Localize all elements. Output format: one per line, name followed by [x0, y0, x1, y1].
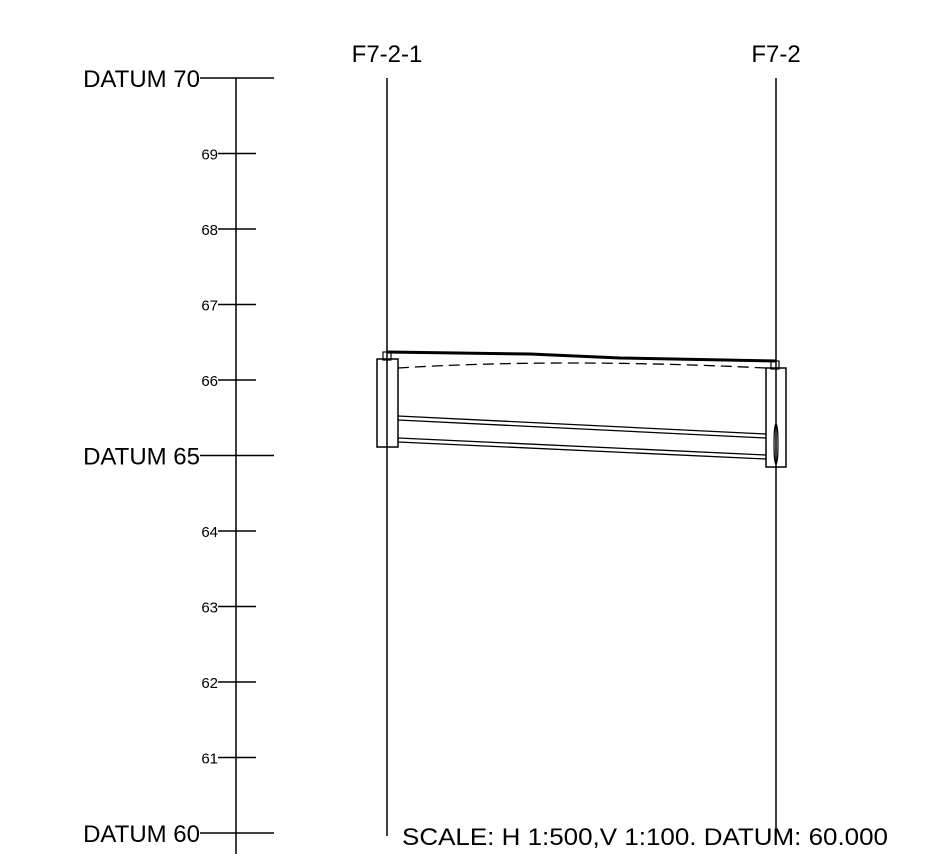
datum-minor-label: 67	[201, 298, 218, 315]
datum-minor-label: 69	[201, 147, 218, 164]
datum-minor-label: 64	[201, 524, 218, 541]
pipe-invert-line-1	[397, 437, 767, 456]
existing-ground-dashed-line	[397, 362, 767, 369]
manhole-chamber-right	[765, 367, 787, 468]
datum-minor-label: 68	[201, 222, 218, 239]
datum-major-label: DATUM 65	[83, 444, 200, 471]
node-label-f7-2-1: F7-2-1	[352, 41, 423, 68]
datum-major-label: DATUM 70	[83, 66, 200, 93]
datum-major-label: DATUM 60	[83, 821, 200, 848]
pipe-crown-line-1	[397, 415, 767, 435]
datum-minor-label: 66	[201, 373, 218, 390]
ground-level-line	[386, 350, 777, 363]
pipe-invert-marker-right	[773, 423, 779, 465]
manhole-chamber-left	[376, 358, 399, 448]
node-label-f7-2: F7-2	[751, 41, 800, 68]
datum-minor-label: 63	[201, 600, 218, 617]
pipe-invert-line-2	[397, 441, 767, 460]
pipe-crown-line-2	[397, 419, 767, 439]
scale-note: SCALE: H 1:500,V 1:100. DATUM: 60.000	[402, 824, 888, 851]
datum-minor-label: 62	[201, 675, 218, 692]
datum-minor-label: 61	[201, 751, 218, 768]
